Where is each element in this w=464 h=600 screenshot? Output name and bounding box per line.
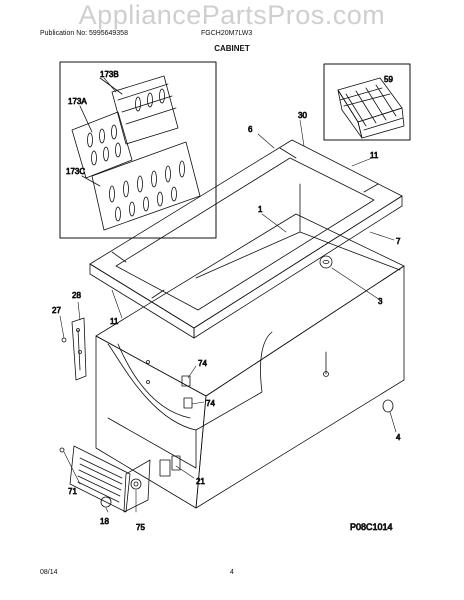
diagram-code: P08C1014	[350, 522, 393, 532]
publication-number: Publication No: 5995649358	[40, 30, 128, 37]
callout-18: 18	[100, 517, 109, 526]
callout-28: 28	[72, 291, 81, 300]
callout-7: 7	[396, 237, 401, 246]
page-number: 4	[230, 569, 234, 576]
divider-panel-173b	[111, 75, 179, 145]
callout-1: 1	[258, 205, 263, 214]
callout-11-top: 11	[370, 151, 379, 160]
callout-4: 4	[396, 433, 401, 442]
callout-173a: 173A	[68, 97, 87, 106]
callout-74-upper: 74	[198, 359, 207, 368]
callout-6: 6	[248, 125, 253, 134]
watermark: AppliancePartsPros.com	[78, 0, 386, 30]
callout-21: 21	[196, 477, 205, 486]
callout-59: 59	[384, 75, 393, 84]
callout-30: 30	[298, 111, 307, 120]
footer-date: 08/14	[40, 569, 58, 576]
callout-3: 3	[378, 297, 383, 306]
callout-27: 27	[52, 306, 61, 315]
grille	[59, 445, 151, 513]
hinge-assembly	[61, 317, 87, 381]
section-title: CABINET	[214, 44, 250, 53]
cabinet-body	[95, 183, 405, 509]
leader-lines	[59, 77, 397, 513]
gasket-frame	[89, 139, 403, 339]
model-number: FGCH20M7LW3	[201, 30, 253, 37]
divider-panel-173a	[71, 111, 133, 179]
callout-75: 75	[136, 523, 145, 532]
basket-inset	[323, 63, 411, 141]
divider-panel-173c	[91, 141, 201, 231]
divider-inset	[59, 61, 217, 239]
callout-11-bottom: 11	[110, 317, 119, 326]
callout-74-lower: 74	[206, 399, 215, 408]
callout-173b: 173B	[100, 70, 119, 79]
callout-173c: 173C	[66, 167, 85, 176]
callout-71: 71	[68, 487, 77, 496]
